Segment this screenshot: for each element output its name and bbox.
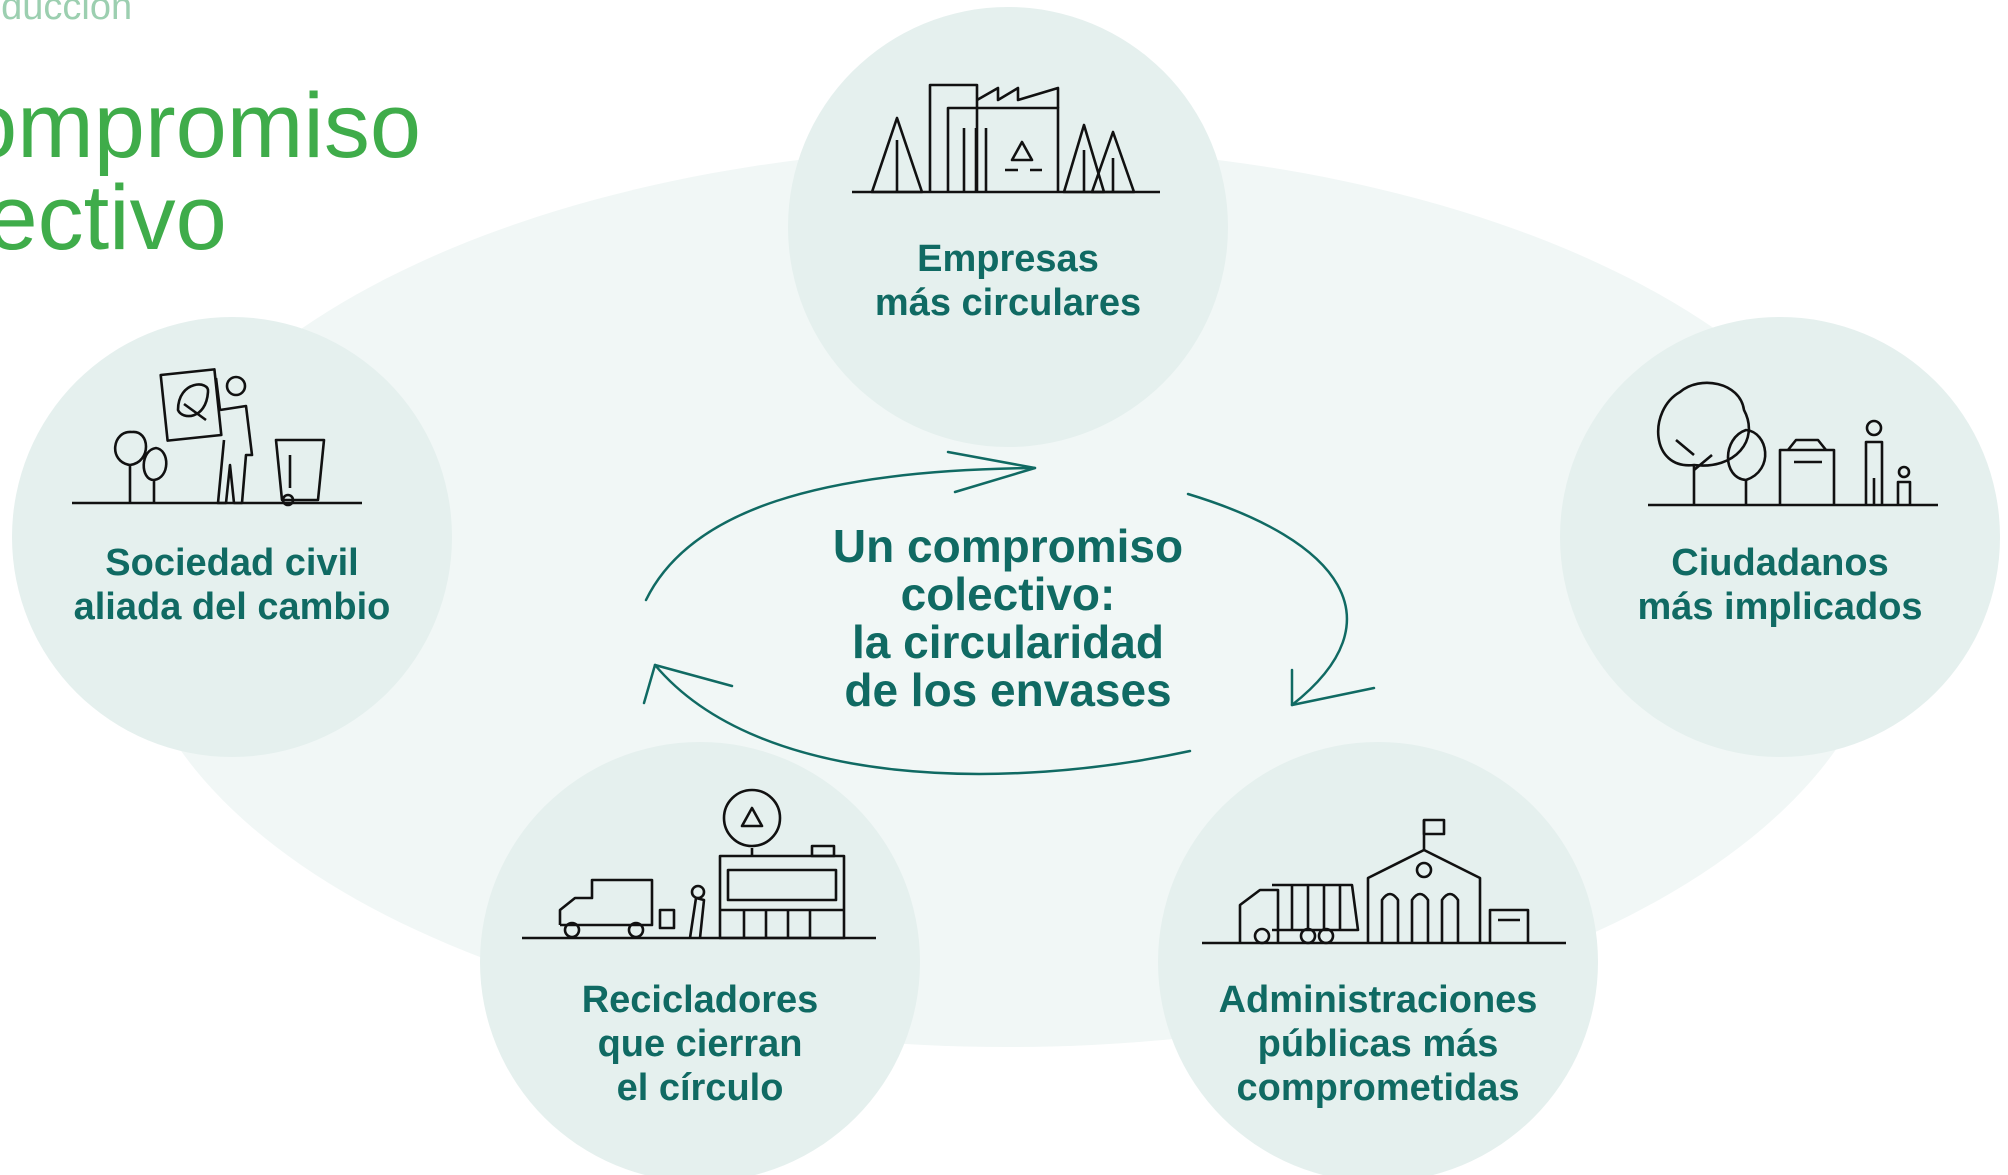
node-label-administraciones-line-2: públicas más bbox=[1257, 1023, 1499, 1065]
town-hall-truck-icon bbox=[1202, 818, 1566, 945]
node-label-administraciones-line-3: comprometidas bbox=[1236, 1067, 1520, 1109]
center-label: Un compromiso colectivo: la circularidad… bbox=[808, 522, 1208, 714]
page-title: ompromiso lectivo bbox=[0, 80, 421, 264]
node-label-ciudadanos-line-2: más implicados bbox=[1637, 586, 1923, 628]
arrow-top bbox=[644, 466, 1037, 602]
page-title-line-1: ompromiso bbox=[0, 75, 422, 177]
recycling-plant-icon bbox=[522, 788, 876, 940]
node-label-sociedad-line-2: aliada del cambio bbox=[73, 586, 391, 628]
person-sign-icon bbox=[72, 368, 362, 507]
node-label-administraciones: Administraciones públicas más comprometi… bbox=[1208, 978, 1548, 1110]
node-label-ciudadanos: Ciudadanos más implicados bbox=[1630, 541, 1930, 629]
node-label-recicladores-line-1: Recicladores bbox=[581, 979, 819, 1021]
node-label-sociedad: Sociedad civil aliada del cambio bbox=[62, 541, 402, 629]
arrow-bottom-head bbox=[642, 663, 734, 705]
node-label-recicladores-line-2: que cierran bbox=[597, 1023, 803, 1065]
arrow-bottom bbox=[653, 663, 1192, 776]
node-circle-recicladores bbox=[480, 742, 920, 1175]
factory-recycling-icon bbox=[852, 83, 1160, 194]
family-park-icon bbox=[1648, 381, 1938, 507]
node-circle-empresas bbox=[788, 7, 1228, 447]
center-label-line-1: Un compromiso bbox=[832, 520, 1184, 572]
cycle-arrows bbox=[642, 450, 1376, 776]
node-label-empresas-line-2: más circulares bbox=[874, 282, 1142, 324]
node-label-recicladores: Recicladores que cierran el círculo bbox=[550, 978, 850, 1110]
node-circle-ciudadanos bbox=[1560, 317, 2000, 757]
section-label: oducción bbox=[0, 0, 133, 28]
node-label-empresas-line-1: Empresas bbox=[917, 238, 1099, 280]
page-title-line-2: lectivo bbox=[0, 167, 227, 269]
node-label-empresas: Empresas más circulares bbox=[858, 237, 1158, 325]
center-label-line-3: la circularidad bbox=[852, 616, 1164, 668]
arrow-right bbox=[1186, 492, 1349, 707]
center-label-line-2: colectivo: bbox=[900, 568, 1116, 620]
node-label-administraciones-line-1: Administraciones bbox=[1218, 979, 1538, 1021]
node-circle-sociedad bbox=[12, 317, 452, 757]
center-label-line-4: de los envases bbox=[844, 664, 1172, 716]
node-label-sociedad-line-1: Sociedad civil bbox=[105, 542, 359, 584]
node-label-recicladores-line-3: el círculo bbox=[616, 1067, 784, 1109]
node-circle-administraciones bbox=[1158, 742, 1598, 1175]
node-label-ciudadanos-line-1: Ciudadanos bbox=[1671, 542, 1889, 584]
arrow-top-head bbox=[946, 450, 1037, 494]
arrow-right-head bbox=[1290, 668, 1376, 707]
